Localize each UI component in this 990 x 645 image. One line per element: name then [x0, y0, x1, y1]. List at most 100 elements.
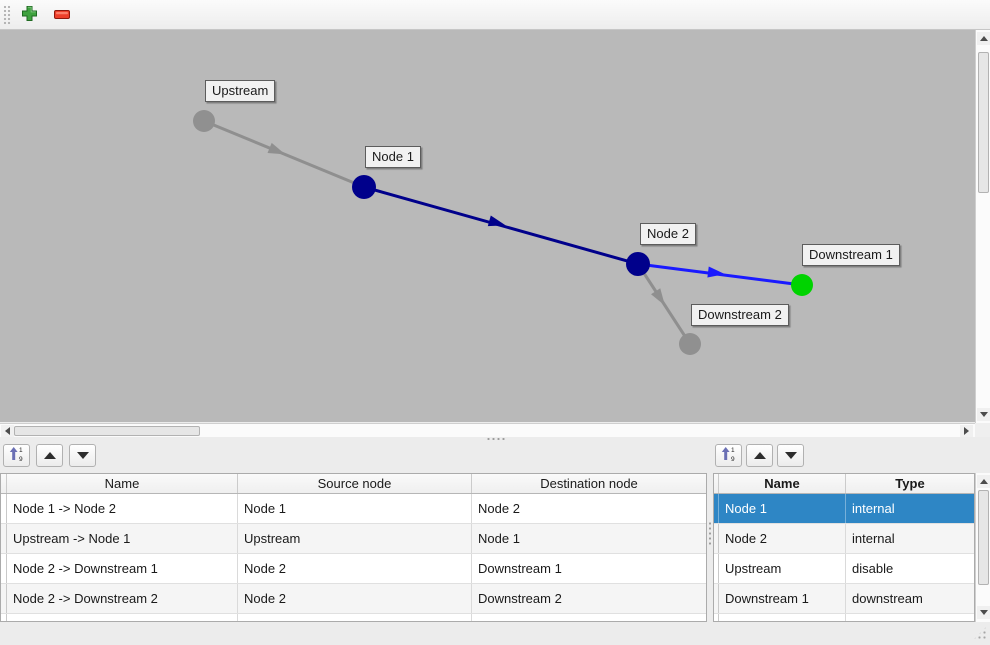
move-down-icon	[76, 452, 89, 459]
scroll-up-button[interactable]	[977, 32, 990, 45]
main-toolbar	[0, 0, 990, 30]
move-down-icon	[784, 452, 797, 459]
horizontal-splitter-handle[interactable]	[486, 437, 506, 442]
table-row[interactable]: Node 2 -> Downstream 2 Node 2 Downstream…	[1, 584, 706, 614]
empty-cell	[846, 614, 974, 621]
scroll-down-button[interactable]	[977, 606, 990, 619]
edge-sort-button[interactable]: 1 9	[3, 444, 30, 467]
empty-row	[1, 614, 706, 621]
canvas-vertical-scrollbar	[975, 30, 990, 423]
corner-header-cell	[1, 474, 7, 493]
svg-text:1: 1	[731, 447, 735, 454]
row-header	[714, 524, 719, 553]
row-header	[714, 614, 719, 621]
table-row-node2[interactable]: Node 2 internal	[714, 524, 974, 554]
node-move-up-button[interactable]	[746, 444, 773, 467]
scroll-down-button[interactable]	[977, 408, 990, 421]
row-header	[1, 494, 7, 523]
cell-type: internal	[852, 531, 895, 546]
row-header	[1, 524, 7, 553]
column-header-destination-node[interactable]: Destination node	[540, 476, 638, 491]
edge-move-down-button[interactable]	[69, 444, 96, 467]
cell-source: Node 2	[238, 584, 472, 613]
table-row-downstream1[interactable]: Downstream 1 downstream	[714, 584, 974, 614]
table-row[interactable]: Node 1 -> Node 2 Node 1 Node 2	[1, 494, 706, 524]
scroll-right-button[interactable]	[960, 425, 973, 437]
cell-type: downstream	[852, 591, 923, 606]
plus-icon	[21, 5, 38, 25]
node-label-downstream2[interactable]: Downstream 2	[691, 304, 789, 326]
minus-icon	[54, 8, 70, 23]
scroll-up-icon	[979, 36, 988, 41]
column-header-name[interactable]: Name	[719, 474, 846, 493]
edge-move-up-button[interactable]	[36, 444, 63, 467]
move-up-icon	[43, 452, 56, 459]
cell-source: Node 2	[238, 554, 472, 583]
toolbar-drag-handle[interactable]	[3, 5, 11, 25]
table-row-upstream[interactable]: Upstream disable	[714, 554, 974, 584]
vertical-scroll-thumb[interactable]	[978, 52, 989, 193]
node-move-down-button[interactable]	[777, 444, 804, 467]
scroll-left-button[interactable]	[1, 425, 14, 437]
column-header-type[interactable]: Type	[895, 476, 925, 491]
node-downstream1[interactable]	[791, 274, 813, 296]
node-upstream[interactable]	[193, 110, 215, 132]
scroll-down-icon	[979, 412, 988, 417]
node-node1[interactable]	[352, 175, 376, 199]
svg-text:9: 9	[731, 456, 735, 462]
window-resize-grip[interactable]	[972, 625, 988, 641]
cell-name: Downstream 1	[719, 584, 846, 613]
empty-cell	[7, 614, 238, 621]
empty-cell	[472, 614, 706, 621]
add-button[interactable]	[18, 3, 40, 27]
row-header	[714, 584, 719, 613]
nodes-table-scrollbar	[975, 473, 990, 622]
cell-destination: Downstream 1	[478, 561, 562, 576]
edges-table-header: Name Source node Destination node	[1, 474, 706, 494]
cell-name: Upstream -> Node 1	[7, 524, 238, 553]
table-row[interactable]: Node 2 -> Downstream 1 Node 2 Downstream…	[1, 554, 706, 584]
cell-source: Node 1	[238, 494, 472, 523]
table-row[interactable]: Upstream -> Node 1 Upstream Node 1	[1, 524, 706, 554]
node-downstream2[interactable]	[679, 333, 701, 355]
arrowhead-icon	[707, 266, 725, 278]
move-up-icon	[753, 452, 766, 459]
svg-text:1: 1	[19, 447, 23, 454]
empty-cell	[238, 614, 472, 621]
column-header-name[interactable]: Name	[7, 474, 238, 493]
arrowhead-icon	[267, 142, 286, 155]
node-label-node2[interactable]: Node 2	[640, 223, 696, 245]
svg-text:9: 9	[19, 456, 23, 462]
corner-header-cell	[714, 474, 719, 493]
row-header	[714, 554, 719, 583]
cell-type: internal	[852, 501, 895, 516]
cell-name: Node 2 -> Downstream 1	[7, 554, 238, 583]
scroll-up-button[interactable]	[977, 475, 990, 488]
horizontal-scroll-thumb[interactable]	[14, 426, 200, 436]
vertical-splitter-handle[interactable]	[708, 521, 713, 545]
node-label-node1[interactable]: Node 1	[365, 146, 421, 168]
scroll-down-icon	[979, 610, 988, 615]
row-header	[1, 554, 7, 583]
edges-table: Name Source node Destination node Node 1…	[0, 473, 707, 622]
sort-ascending-icon: 1 9	[9, 446, 24, 465]
node-label-downstream1[interactable]: Downstream 1	[802, 244, 900, 266]
nodes-table: Name Type Node 1 internal Node 2 interna…	[713, 473, 975, 622]
row-header	[714, 494, 719, 523]
arrowhead-icon	[487, 215, 506, 227]
cell-name: Node 1	[719, 494, 846, 523]
table-scroll-thumb[interactable]	[978, 490, 989, 585]
node-label-upstream[interactable]: Upstream	[205, 80, 276, 102]
canvas-horizontal-scrollbar	[0, 423, 975, 437]
node-node2[interactable]	[626, 252, 650, 276]
graph-canvas[interactable]: Upstream Node 1 Node 2 Downstream 1 Down…	[0, 30, 975, 422]
cell-destination: Downstream 2	[478, 591, 562, 606]
cell-type: disable	[852, 561, 894, 576]
node-sort-button[interactable]: 1 9	[715, 444, 742, 467]
scroll-up-icon	[979, 479, 988, 484]
column-header-source-node[interactable]: Source node	[238, 474, 472, 493]
cell-source: Upstream	[238, 524, 472, 553]
remove-button[interactable]	[51, 3, 73, 27]
sort-ascending-icon: 1 9	[721, 446, 736, 465]
table-row-node1[interactable]: Node 1 internal	[714, 494, 974, 524]
